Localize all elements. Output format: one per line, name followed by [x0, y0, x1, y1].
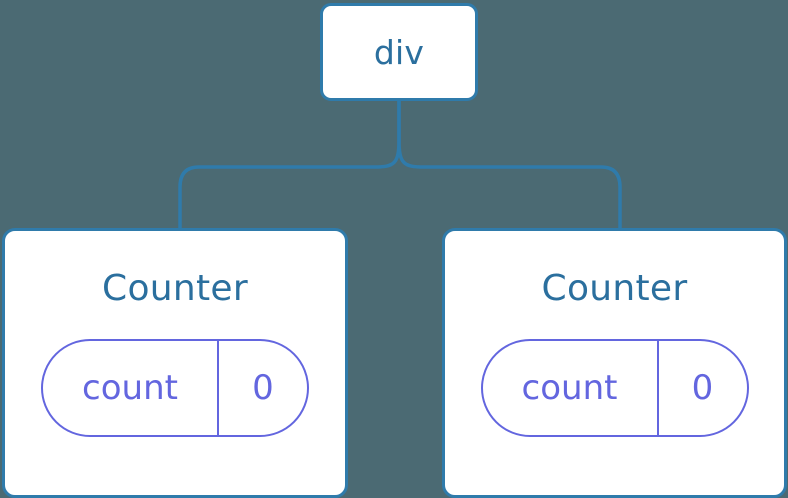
state-value-right: 0	[691, 368, 714, 408]
state-value-left: 0	[252, 368, 274, 408]
state-pill-left[interactable]: count 0	[41, 339, 309, 437]
root-node-div[interactable]: div	[320, 3, 478, 101]
edge-div-to-counter-right	[397, 99, 622, 230]
counter-node-left[interactable]: Counter count 0	[2, 228, 348, 498]
edge-div-to-counter-left	[178, 99, 401, 230]
counter-node-right[interactable]: Counter count 0	[442, 228, 787, 498]
state-key-right: count	[483, 341, 659, 435]
state-key-left: count	[43, 341, 219, 435]
root-node-label: div	[373, 32, 425, 72]
counter-node-left-label: Counter	[102, 268, 248, 309]
state-pill-right[interactable]: count 0	[480, 339, 749, 437]
counter-node-right-label: Counter	[541, 268, 688, 309]
